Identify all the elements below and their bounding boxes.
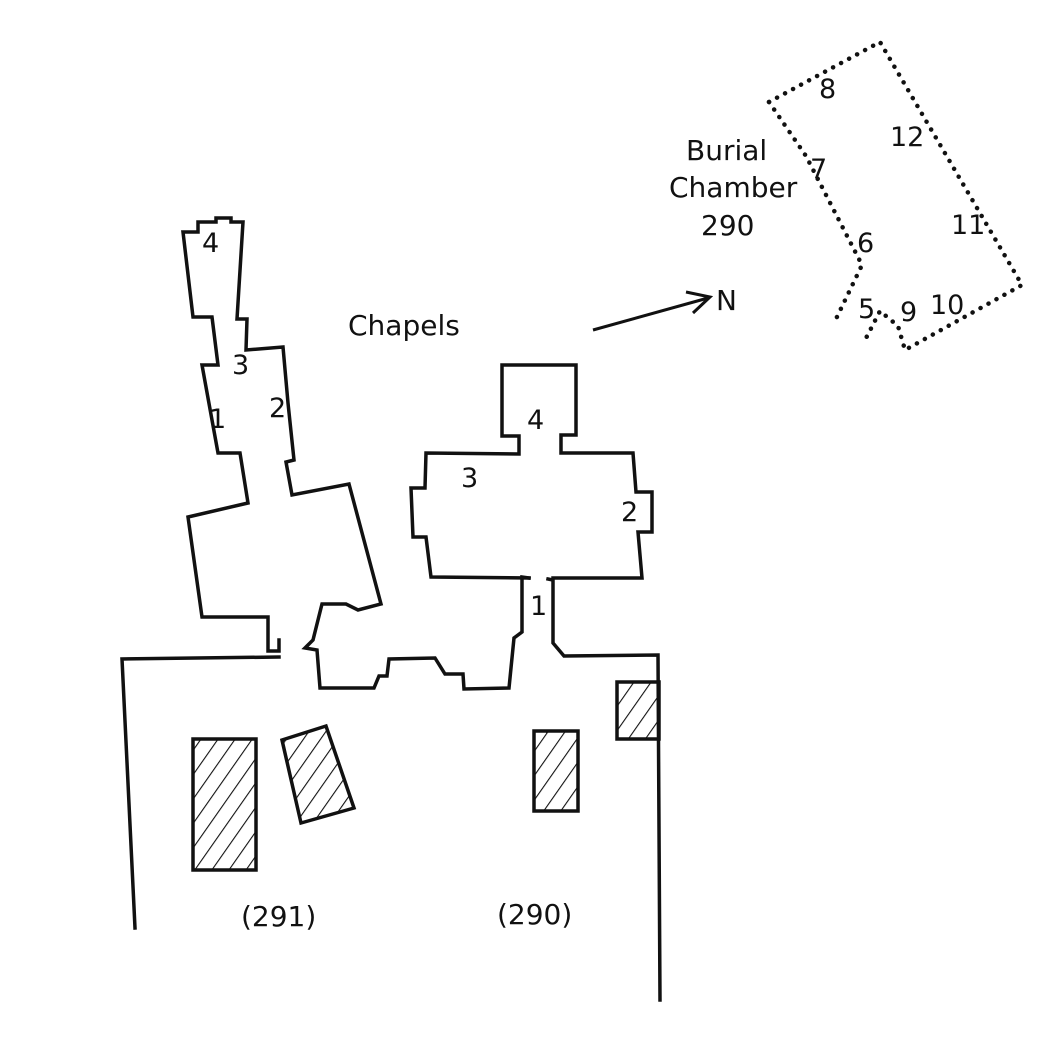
north-label: N <box>716 284 737 317</box>
burial-chamber-number-10: 10 <box>930 290 964 321</box>
burial-chamber-outline <box>766 39 1025 353</box>
burial-chamber-label-line1: Burial <box>686 134 767 167</box>
tomb-291-label: (291) <box>241 900 316 933</box>
pit-markers <box>191 680 661 872</box>
chapel-290-number-2: 2 <box>621 497 638 528</box>
chapel-290-number-3: 3 <box>461 463 478 494</box>
burial-chamber-number-12: 12 <box>890 122 924 153</box>
courtyard-west-wall <box>181 216 531 691</box>
pit-290 <box>532 729 580 813</box>
chapels-label: Chapels <box>348 309 460 342</box>
pit-291-small <box>279 723 357 826</box>
chapel-291-number-2: 2 <box>269 393 286 424</box>
burial-chamber-number-11: 11 <box>951 210 985 241</box>
courtyard-enclosure <box>120 216 662 1002</box>
burial-chamber-number-6: 6 <box>857 228 874 259</box>
burial-chamber-number-9: 9 <box>900 297 917 328</box>
burial-chamber-number-label: 290 <box>701 209 754 242</box>
chapel-291-number-3: 3 <box>232 350 249 381</box>
pit-291-large <box>191 737 258 872</box>
burial-chamber-number-5: 5 <box>858 294 875 325</box>
chapel-290-walls <box>409 363 654 580</box>
burial-chamber-number-8: 8 <box>819 74 836 105</box>
tomb-290-label: (290) <box>497 898 572 931</box>
chapel-290-number-4: 4 <box>527 405 544 436</box>
burial-chamber-label-line2: Chamber <box>669 171 798 204</box>
courtyard-outline-left <box>120 655 281 930</box>
burial-chamber-dotted-wall <box>766 39 1025 353</box>
chapel-290-number-1: 1 <box>530 591 547 622</box>
chapel-291-number-4: 4 <box>202 228 219 259</box>
burial-chamber-number-7: 7 <box>810 154 827 185</box>
pit-290-corner <box>615 680 661 741</box>
north-arrow: N <box>592 284 737 332</box>
chapel-291-number-1: 1 <box>209 404 226 435</box>
burial-chamber-dotted-west <box>766 99 865 324</box>
